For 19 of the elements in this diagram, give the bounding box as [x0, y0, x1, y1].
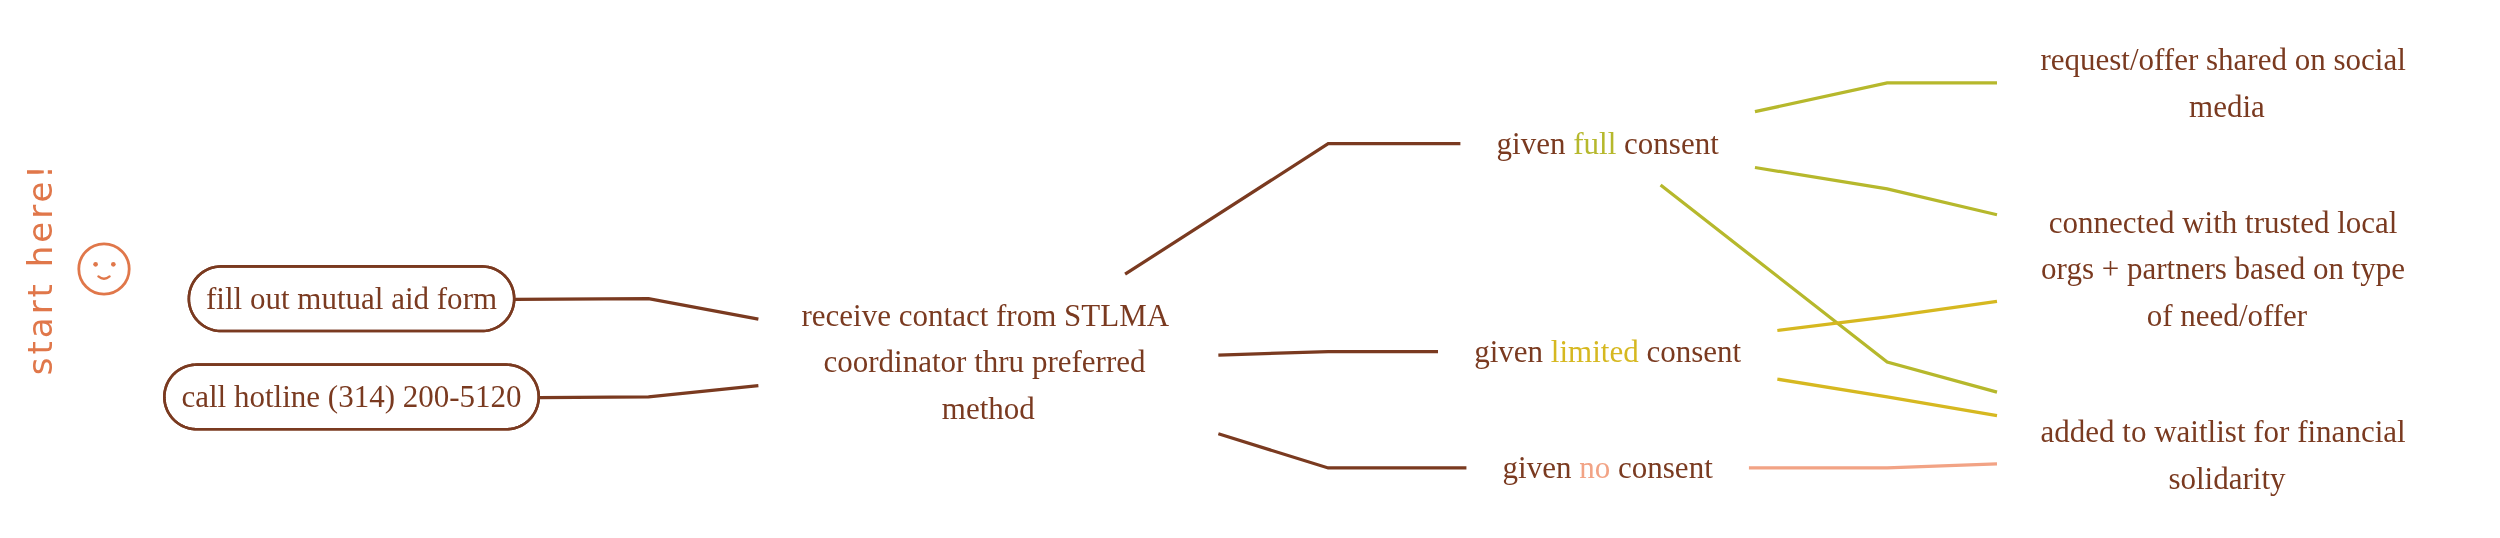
- connector: [1659, 183, 1998, 394]
- connector: [1218, 432, 1467, 470]
- connector: [1218, 350, 1439, 357]
- connector: [1124, 142, 1461, 276]
- node-text: added to waitlist for financial solidarity: [2040, 415, 2406, 496]
- node-text: connected with trusted local orgs + partners based on type of need/offer: [2041, 205, 2406, 333]
- note-text: start here!: [20, 162, 60, 376]
- node-text: receive contact from STLMA coordinator thru preferred method: [801, 298, 1168, 426]
- connector: [1755, 165, 1998, 217]
- connector: [1777, 299, 1998, 333]
- node-text: given limited consent: [1474, 334, 1742, 369]
- node-text: given no consent: [1502, 451, 1714, 485]
- connector: [515, 297, 759, 321]
- connector: [539, 384, 759, 400]
- connector: [1749, 462, 1998, 470]
- node-text: given full consent: [1496, 126, 1720, 161]
- connector: [1777, 377, 1998, 418]
- connector: [1754, 81, 1998, 114]
- node-text: request/offer shared on social media: [2040, 42, 2407, 123]
